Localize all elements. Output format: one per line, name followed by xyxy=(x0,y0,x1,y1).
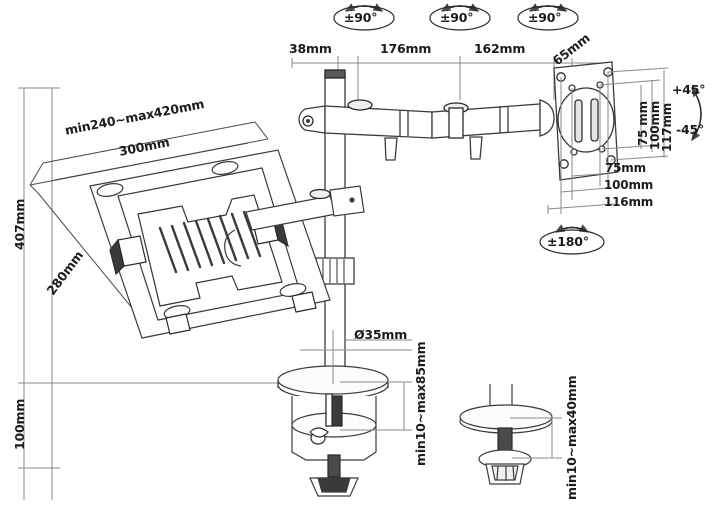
tray-support-arm xyxy=(224,185,365,267)
dim-hole-diameter: Ø35mm xyxy=(354,327,408,342)
badge-ellipses xyxy=(333,5,605,255)
dim-vesa-v-117: 117mm xyxy=(660,102,674,152)
badge-pole-swivel: ±90° xyxy=(344,10,378,25)
dim-pole-offset: 38mm xyxy=(289,41,332,56)
clamp-dimension-lines xyxy=(300,330,412,431)
badge-wrist-swivel: ±90° xyxy=(528,10,562,25)
dim-clamp-zone: 100mm xyxy=(12,398,27,450)
grommet-mount xyxy=(459,384,553,485)
laptop-tray xyxy=(89,149,331,339)
grommet-dimension-lines xyxy=(510,417,562,459)
dim-clamp-thickness: min10~max85mm xyxy=(413,341,428,466)
tilt-down-label: -45° xyxy=(676,122,705,137)
dim-vesa-h-75: 75mm xyxy=(605,161,646,175)
dim-grommet-thickness: min10~max40mm xyxy=(564,375,579,500)
c-clamp-mount xyxy=(277,365,389,497)
monitor-arm-assembly xyxy=(298,99,555,161)
badge-vesa-rotation: ±180° xyxy=(547,234,589,249)
dim-arm-segment-2: 162mm xyxy=(474,41,526,56)
dim-vesa-h-116: 116mm xyxy=(604,195,654,209)
dim-vesa-h-100: 100mm xyxy=(604,178,654,192)
tray-dimension-lines xyxy=(29,121,269,334)
tilt-up-label: +45° xyxy=(672,82,706,97)
badge-elbow-swivel: ±90° xyxy=(440,10,474,25)
vesa-dimension-lines xyxy=(547,67,669,214)
dim-arm-segment-1: 176mm xyxy=(380,41,432,56)
dim-total-height: 407mm xyxy=(12,198,27,250)
